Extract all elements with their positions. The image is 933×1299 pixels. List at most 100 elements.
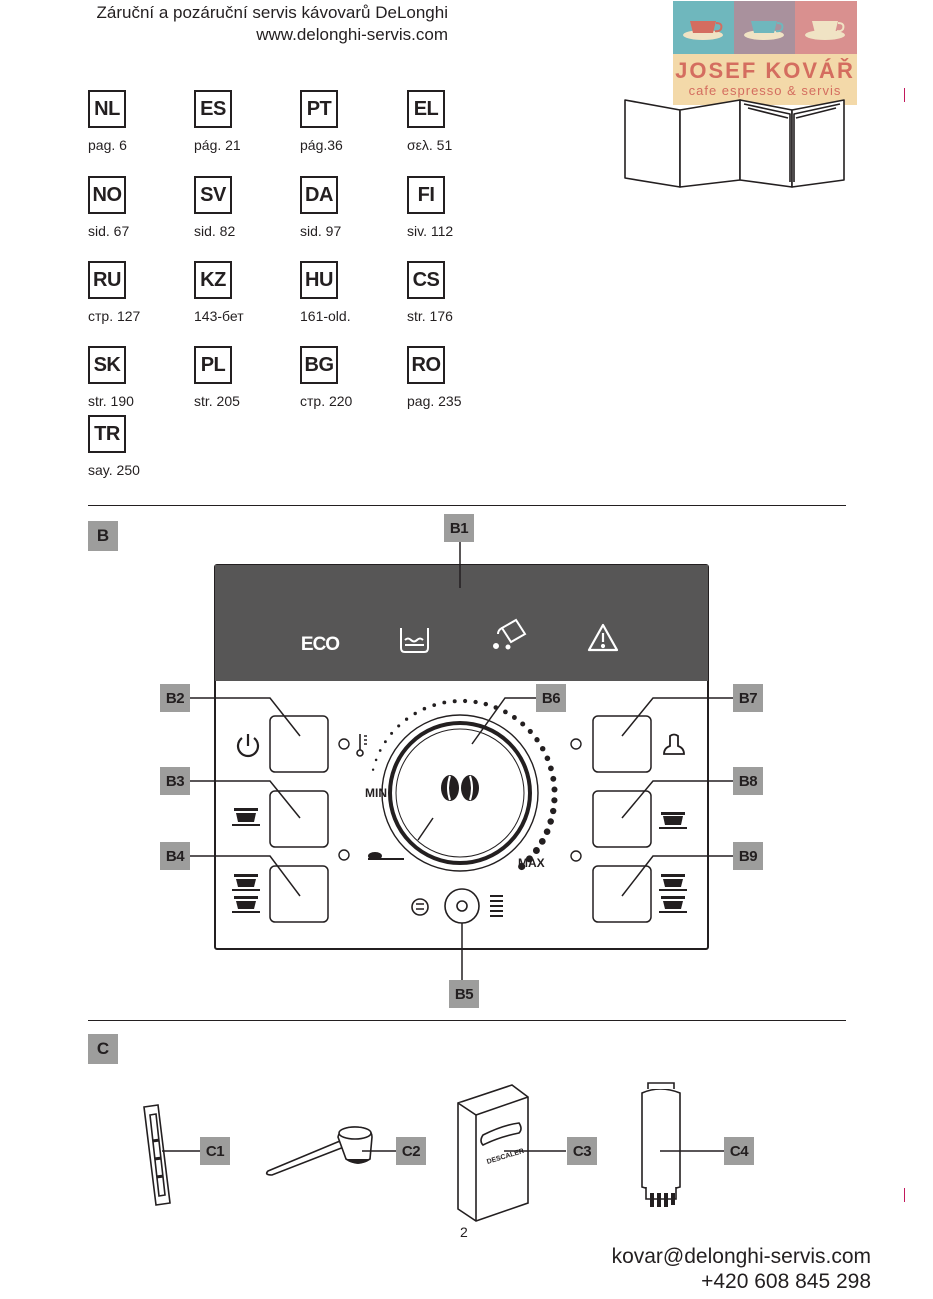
language-code-pt: PT xyxy=(300,90,338,128)
descale-icon xyxy=(493,618,527,650)
ground-coffee-icon xyxy=(368,852,404,860)
strength-dot xyxy=(548,765,554,772)
strength-dot xyxy=(520,721,526,727)
one-long-cup-icon xyxy=(659,812,687,829)
language-page-ref[interactable]: str. 176 xyxy=(407,308,453,324)
language-code-nl: NL xyxy=(88,90,126,128)
strength-dots xyxy=(371,698,558,871)
strength-dot xyxy=(378,749,382,752)
strength-dot xyxy=(534,737,540,743)
dial-pointer xyxy=(417,817,434,841)
two-cups-icon xyxy=(232,874,260,913)
language-page-ref[interactable]: sid. 82 xyxy=(194,223,236,239)
language-page-ref[interactable]: pag. 235 xyxy=(407,393,462,409)
steam-button xyxy=(592,715,652,773)
language-page-ref[interactable]: sid. 67 xyxy=(88,223,130,239)
steam-icon xyxy=(663,733,685,755)
language-code-sk: SK xyxy=(88,346,126,384)
tag-c3: C3 xyxy=(567,1137,597,1165)
led-light xyxy=(338,738,350,750)
language-code-da: DA xyxy=(300,176,338,214)
language-page-ref[interactable]: стр. 220 xyxy=(300,393,353,409)
crop-mark xyxy=(904,1188,905,1202)
strength-dot xyxy=(383,740,387,744)
tag-b9: B9 xyxy=(733,842,763,870)
language-code-ru: RU xyxy=(88,261,126,299)
strength-dot xyxy=(422,706,427,711)
water-filter-icon xyxy=(641,1082,681,1207)
language-page-ref[interactable]: σελ. 51 xyxy=(407,137,453,153)
cup-tile-icon xyxy=(734,1,795,54)
language-page-ref[interactable]: str. 190 xyxy=(88,393,134,409)
language-code-kz: KZ xyxy=(194,261,232,299)
strength-dot xyxy=(452,699,457,704)
two-long-cups-icon xyxy=(659,874,687,913)
language-page-ref[interactable]: str. 205 xyxy=(194,393,240,409)
logo-tagline: cafe espresso & servis xyxy=(688,83,842,98)
cup-tile-icon xyxy=(673,1,734,54)
strength-dot xyxy=(463,698,468,704)
strength-dot xyxy=(432,703,437,707)
strength-dot xyxy=(532,847,540,854)
section-divider xyxy=(88,505,846,506)
tag-b5: B5 xyxy=(449,980,479,1008)
section-b-label: B xyxy=(88,521,118,551)
folded-booklet-icon xyxy=(624,99,845,188)
tag-b8: B8 xyxy=(733,767,763,795)
display-panel xyxy=(215,565,708,681)
josef-kovar-logo: JOSEF KOVÁŘ cafe espresso & servis xyxy=(673,1,857,105)
strength-dot xyxy=(442,700,447,705)
language-code-ro: RO xyxy=(407,346,445,384)
led-light xyxy=(338,849,350,861)
service-title: Záruční a pozáruční servis kávovarů DeLo… xyxy=(96,3,448,22)
strength-dot xyxy=(539,745,546,752)
language-page-ref[interactable]: pág.36 xyxy=(300,137,343,153)
one-cup-button xyxy=(269,790,329,848)
coffee-beans-icon xyxy=(441,775,479,801)
rinse-icon xyxy=(411,898,429,916)
strength-dot xyxy=(544,755,551,762)
tag-b3: B3 xyxy=(160,767,190,795)
control-panel-diagram: ECO xyxy=(188,540,735,980)
strength-dot xyxy=(551,786,558,793)
strength-dot xyxy=(543,828,551,836)
language-page-ref[interactable]: 161-old. xyxy=(300,308,351,324)
strength-dot xyxy=(525,855,534,863)
service-website[interactable]: www.delonghi-servis.com xyxy=(256,25,448,44)
strength-dot xyxy=(551,797,558,804)
measuring-scoop-icon xyxy=(265,1126,373,1176)
accessories-diagram: DESCALER xyxy=(143,1082,724,1222)
language-page-ref[interactable]: 143-бет xyxy=(194,308,244,324)
strength-dot xyxy=(404,717,409,721)
water-tank-icon xyxy=(400,628,429,653)
language-code-bg: BG xyxy=(300,346,338,384)
language-page-ref[interactable]: pag. 6 xyxy=(88,137,127,153)
language-page-ref[interactable]: sid. 97 xyxy=(300,223,342,239)
tag-c2: C2 xyxy=(396,1137,426,1165)
contact-phone: +420 608 845 298 xyxy=(701,1270,871,1293)
logo-name: JOSEF KOVÁŘ xyxy=(675,58,855,83)
language-code-no: NO xyxy=(88,176,126,214)
language-code-pl: PL xyxy=(194,346,232,384)
language-code-el: EL xyxy=(407,90,445,128)
eco-icon: ECO xyxy=(301,634,339,655)
language-code-fi: FI xyxy=(407,176,445,214)
language-page-ref[interactable]: pág. 21 xyxy=(194,137,241,153)
language-page-ref[interactable]: стр. 127 xyxy=(88,308,141,324)
two-cups-long-button xyxy=(592,865,652,923)
contact-email[interactable]: kovar@delonghi-servis.com xyxy=(611,1245,871,1268)
warning-icon xyxy=(587,623,619,652)
language-page-ref[interactable]: siv. 112 xyxy=(407,223,454,239)
language-code-cs: CS xyxy=(407,261,445,299)
language-page-ref[interactable]: say. 250 xyxy=(88,462,140,478)
section-divider xyxy=(88,1020,846,1021)
strength-dot xyxy=(397,724,401,728)
strength-dot xyxy=(374,758,378,762)
language-code-hu: HU xyxy=(300,261,338,299)
power-button xyxy=(269,715,329,773)
tag-b7: B7 xyxy=(733,684,763,712)
strength-dot xyxy=(413,711,417,716)
strength-dot xyxy=(550,775,557,782)
thermometer-icon xyxy=(356,734,367,757)
strength-dot xyxy=(390,731,394,735)
